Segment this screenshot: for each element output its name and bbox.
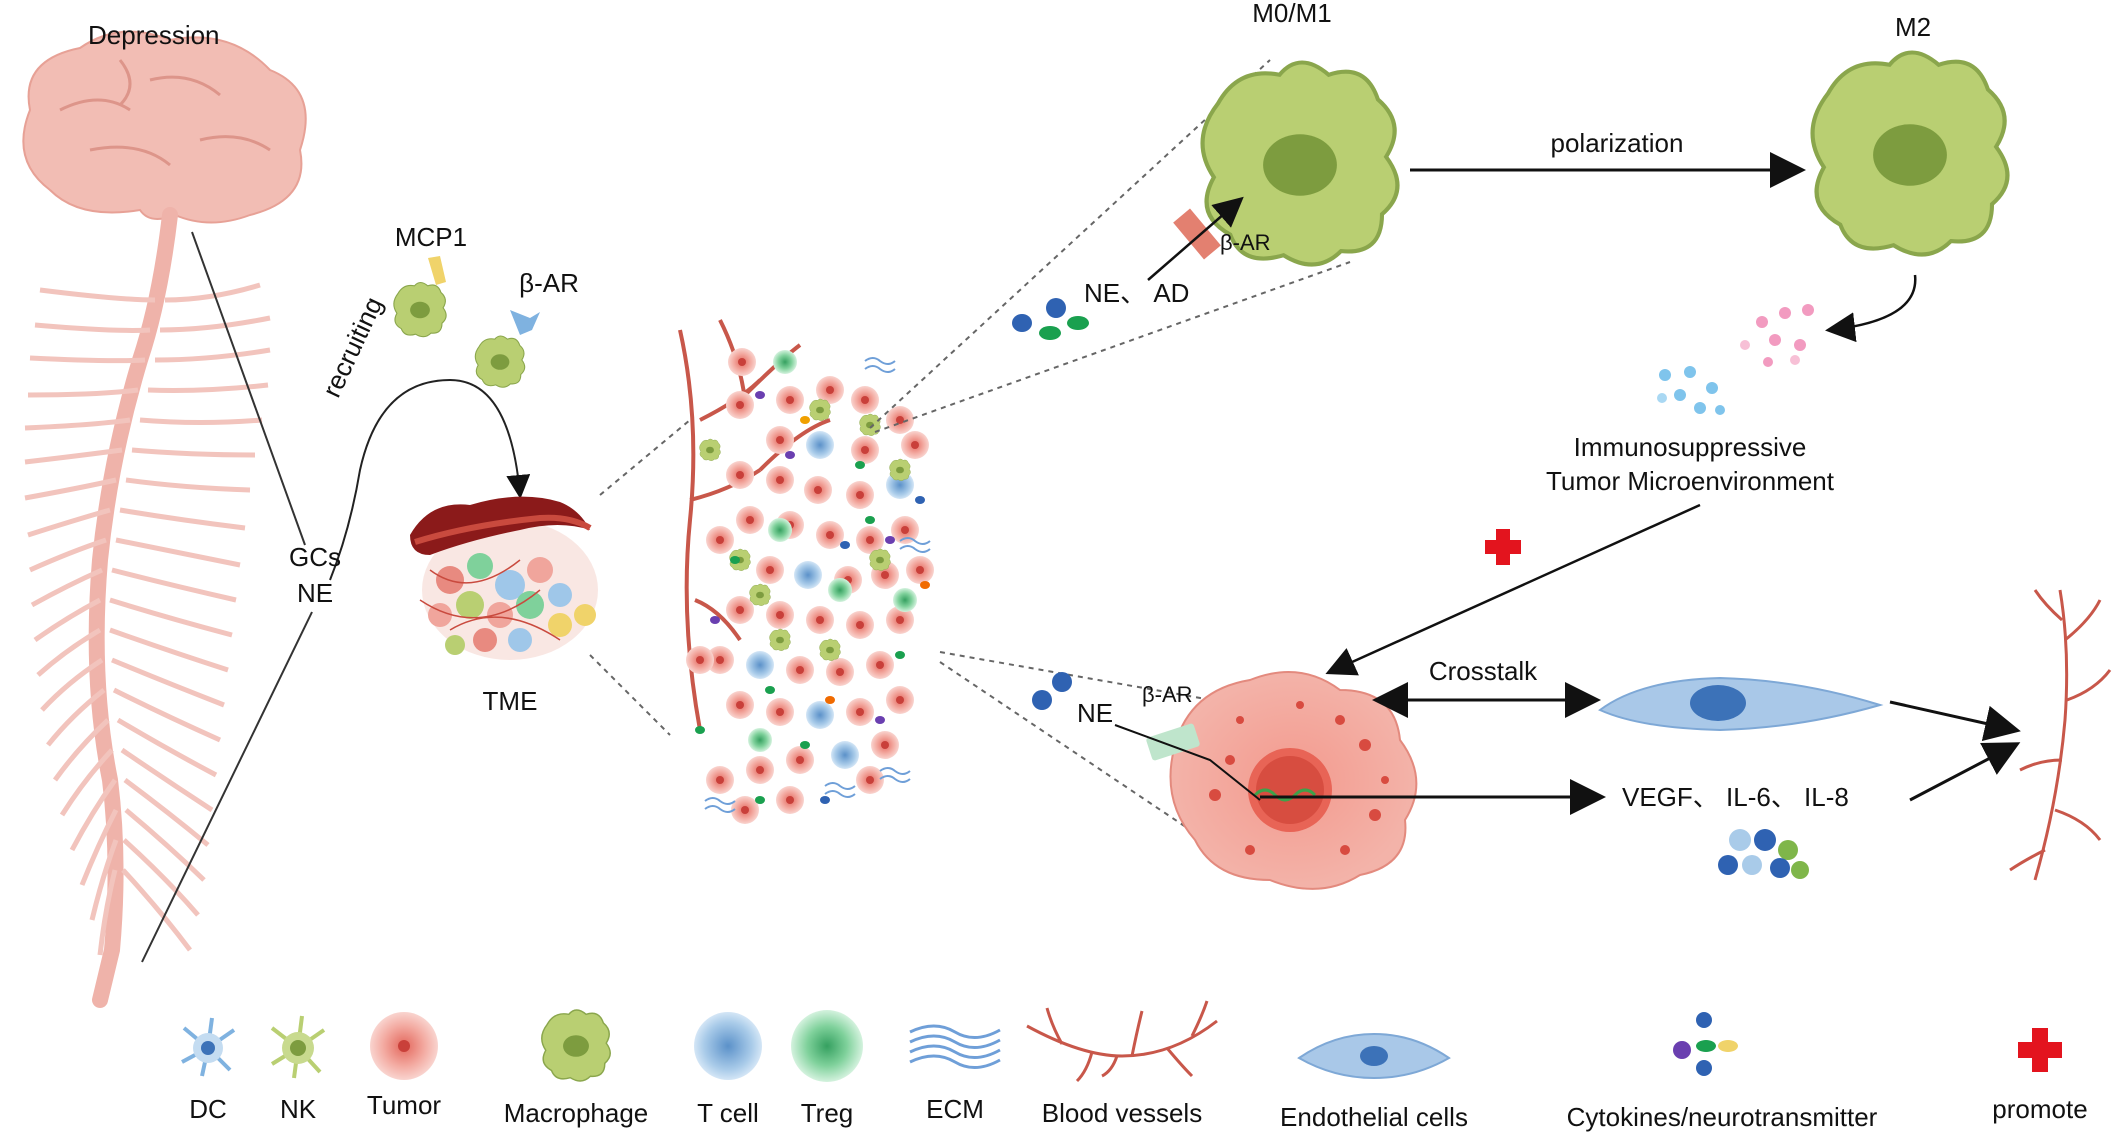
- vegf-label: VEGF、 IL-6、 IL-8: [1622, 782, 1849, 812]
- legend-tcell-icon: [694, 1012, 762, 1080]
- endothelial-to-vessel-arrow: [1889, 700, 2021, 742]
- m0m1-label: M0/M1: [1252, 0, 1332, 28]
- mcp1-label: MCP1: [394, 222, 468, 252]
- spine-to-ne-line: [141, 611, 313, 963]
- beta-ar-receptor-icon: [510, 310, 540, 335]
- legend-dc-icon: [181, 1017, 236, 1077]
- legend-label-ecm: ECM: [926, 1094, 984, 1124]
- recruited-macrophage-bar: [474, 335, 526, 388]
- ne-ad-label: NE、 AD: [1084, 278, 1190, 308]
- legend-treg-icon: [791, 1010, 863, 1082]
- zoom-line-tumor-top: [939, 651, 1241, 706]
- legend-label-vessels: Blood vessels: [1041, 1098, 1203, 1128]
- zoom-line-bottom: [589, 654, 671, 736]
- tumor-cell: [1146, 671, 1418, 890]
- polarization-label: polarization: [1550, 128, 1684, 158]
- zoom-line-top: [599, 419, 691, 496]
- immuno-to-tumor-arrow: [1325, 503, 1701, 676]
- recruited-macrophage-mcp1: [393, 281, 447, 338]
- legend-label-dc: DC: [189, 1094, 227, 1124]
- tumor-microenvironment-cluster: [678, 319, 934, 824]
- legend-vessel-icon: [1026, 1000, 1218, 1083]
- legend-endothelial-icon: [1297, 1032, 1451, 1080]
- legend-label-tumor: Tumor: [366, 1090, 442, 1120]
- legend-cytokines-icon: [1673, 1012, 1738, 1076]
- immunosuppressive-label: Immunosuppressive Tumor Microenvironment: [1520, 430, 1860, 499]
- legend-label-nk: NK: [279, 1094, 317, 1124]
- legend-label-promote: promote: [1992, 1094, 2088, 1124]
- immuno-line1: Immunosuppressive: [1573, 432, 1807, 462]
- promote-cross-icon: [1485, 529, 1521, 565]
- legend-label-treg: Treg: [800, 1098, 854, 1128]
- vegf-to-vessel-arrow: [1909, 742, 2021, 802]
- ne-ad-arrow: [1147, 196, 1244, 281]
- immuno-line2: Tumor Microenvironment: [1545, 466, 1834, 497]
- brain-to-gcs-line: [191, 231, 306, 546]
- legend-icons: [181, 1000, 2062, 1083]
- legend-label-endothelial: Endothelial cells: [1280, 1102, 1468, 1132]
- legend-label-cytokines: Cytokines/neurotransmitter: [1566, 1102, 1878, 1132]
- legend-promote-icon: [2018, 1028, 2062, 1072]
- legend-tumor-icon: [370, 1012, 438, 1080]
- tumor-beta-ar-receptor: [1146, 723, 1200, 761]
- ne-left-label: NE: [296, 578, 334, 608]
- depression-label: Depression: [88, 20, 220, 50]
- crosstalk-label: Crosstalk: [1428, 656, 1538, 686]
- beta-ar-top-label: β-AR: [519, 268, 579, 298]
- gcs-label: GCs: [289, 542, 341, 572]
- brain-spine-illustration: [22, 30, 307, 1008]
- angiogenesis-vessel: [2009, 589, 2112, 881]
- mcp1-receptor-icon: [428, 256, 446, 285]
- tme-label: TME: [482, 686, 538, 716]
- legend-label-tcell: T cell: [697, 1098, 759, 1128]
- m2-macrophage: [1813, 53, 2008, 255]
- macrophage-beta-ar-receptor: [1173, 208, 1221, 260]
- legend-ecm-icon: [909, 1024, 1001, 1069]
- endothelial-cell: [1598, 676, 1884, 732]
- legend-nk-icon: [270, 1015, 326, 1079]
- legend-macrophage-icon: [541, 1009, 611, 1082]
- tme-tumor-mass: [410, 496, 598, 660]
- tumor-beta-ar-label: β-AR: [1142, 682, 1193, 707]
- zoom-line-m0m1-bottom: [874, 261, 1351, 433]
- macrophage-beta-ar-label: β-AR: [1220, 230, 1271, 255]
- ne-tumor-label: NE: [1077, 698, 1114, 728]
- zoom-line-m0m1-top: [869, 59, 1271, 429]
- vegf-cytokine-dots: [1718, 829, 1809, 879]
- legend-label-macrophage: Macrophage: [503, 1098, 649, 1128]
- m2-cytokine-arrow: [1825, 274, 1917, 343]
- recruiting-arrow: [329, 378, 531, 581]
- cytokine-dots: [1657, 304, 1814, 415]
- m2-label: M2: [1894, 12, 1932, 42]
